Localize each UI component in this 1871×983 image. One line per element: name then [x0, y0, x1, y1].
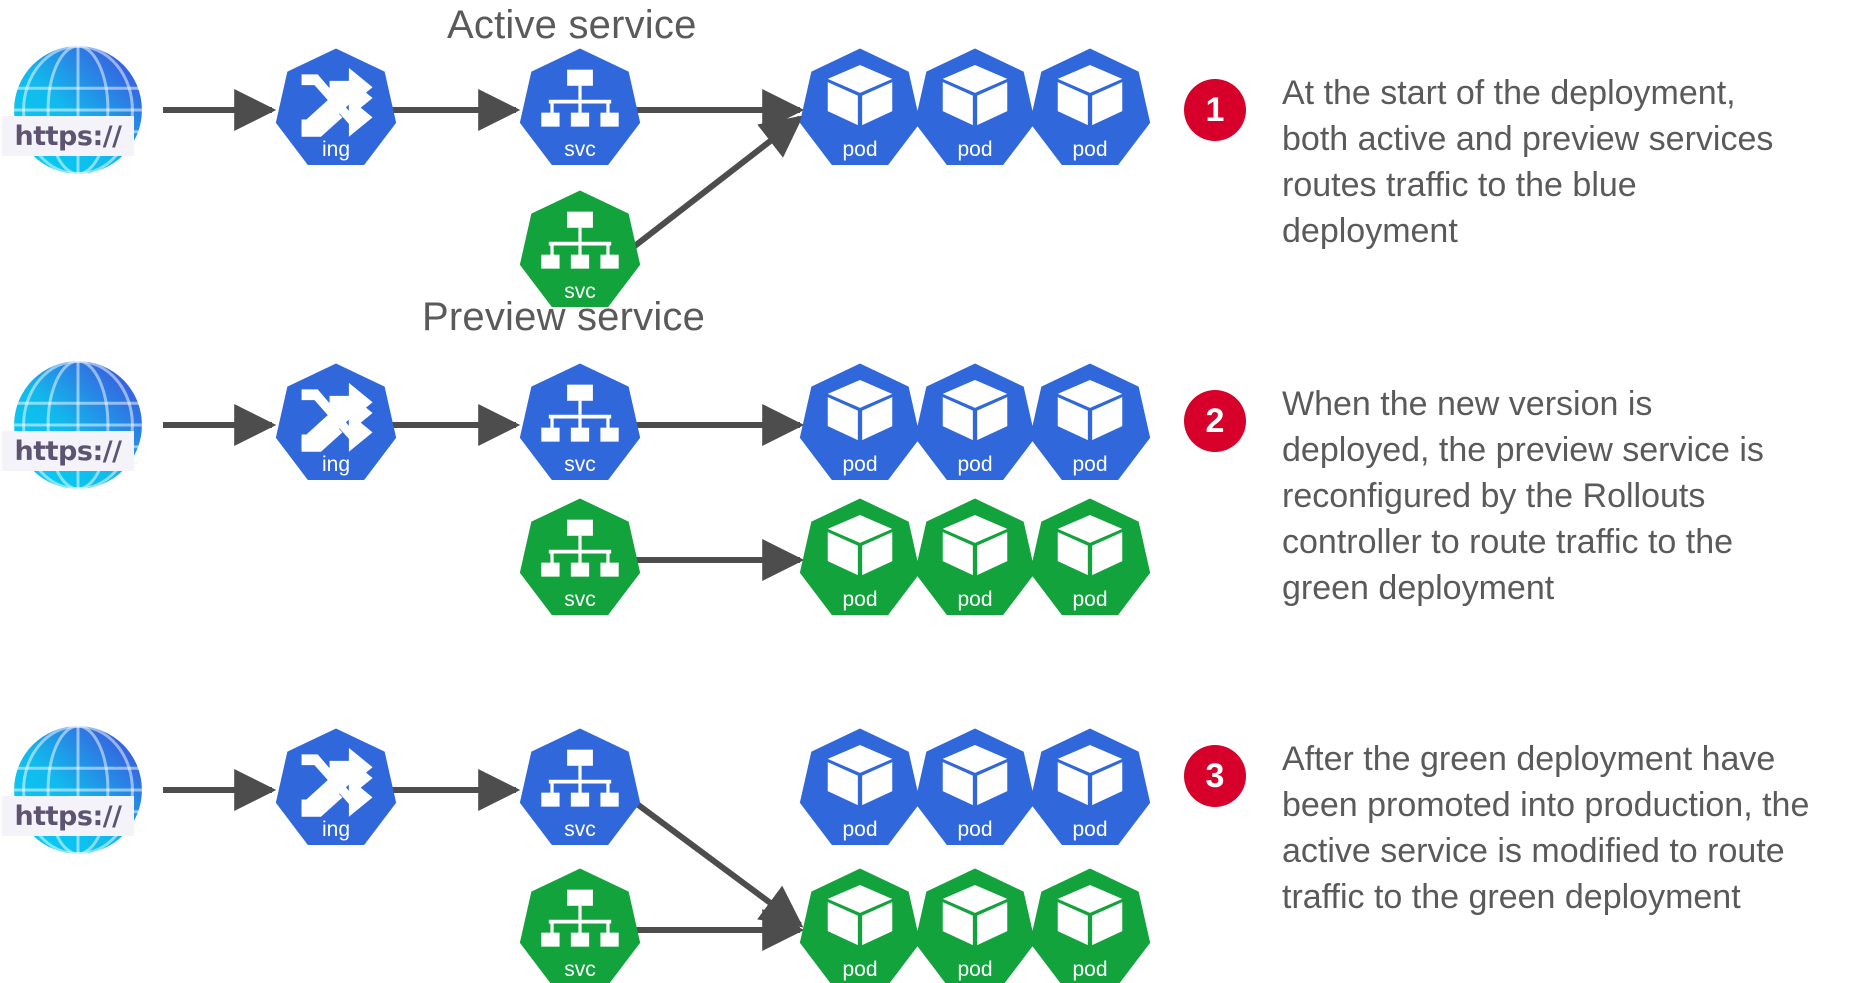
step-line: deployed, the preview service is: [1282, 431, 1764, 469]
ingress-icon[interactable]: ing: [272, 361, 400, 489]
pod-icon[interactable]: pod: [911, 496, 1039, 624]
step-line: When the new version is: [1282, 385, 1653, 423]
service-icon-active[interactable]: svc: [516, 726, 644, 854]
step-number: 1: [1205, 91, 1225, 129]
pod-icon[interactable]: pod: [1026, 361, 1154, 489]
step-line: At the start of the deployment,: [1282, 74, 1736, 112]
step-badge-1: 1: [1184, 79, 1246, 141]
pod-icon[interactable]: pod: [796, 866, 924, 983]
pod-icon[interactable]: pod: [1026, 866, 1154, 983]
step-number: 3: [1205, 757, 1225, 795]
service-icon-active[interactable]: svc: [516, 361, 644, 489]
pod-icon[interactable]: pod: [911, 866, 1039, 983]
https-text: https://: [14, 800, 122, 832]
pod-icon[interactable]: pod: [796, 46, 924, 174]
globe-https-icon: https://: [2, 357, 146, 493]
pod-icon[interactable]: pod: [911, 726, 1039, 854]
globe-https-icon: https://: [2, 722, 146, 858]
step-line: deployment: [1282, 212, 1458, 250]
active-service-label: Active service: [447, 3, 697, 47]
service-icon-preview[interactable]: svc: [516, 866, 644, 983]
ingress-icon[interactable]: ing: [272, 46, 400, 174]
pod-icon[interactable]: pod: [911, 46, 1039, 174]
step-line: active service is modified to route: [1282, 832, 1785, 870]
https-text: https://: [14, 120, 122, 152]
step-line: green deployment: [1282, 569, 1555, 607]
pod-icon[interactable]: pod: [796, 496, 924, 624]
pod-icon[interactable]: pod: [1026, 496, 1154, 624]
pod-icon[interactable]: pod: [1026, 46, 1154, 174]
service-icon-preview[interactable]: svc: [516, 496, 644, 624]
step-line: reconfigured by the Rollouts: [1282, 477, 1706, 515]
step-line: traffic to the green deployment: [1282, 878, 1741, 916]
globe-https-icon: https://: [2, 42, 146, 178]
https-chip: https://: [2, 116, 134, 156]
https-text: https://: [14, 435, 122, 467]
https-chip: https://: [2, 431, 134, 471]
step-badge-3: 3: [1184, 745, 1246, 807]
step-line: both active and preview services: [1282, 120, 1774, 158]
step-description-2: When the new version is deployed, the pr…: [1282, 381, 1862, 611]
service-icon-active[interactable]: svc: [516, 46, 644, 174]
step-description-3: After the green deployment have been pro…: [1282, 736, 1871, 920]
https-chip: https://: [2, 796, 134, 836]
pod-icon[interactable]: pod: [796, 726, 924, 854]
step-line: controller to route traffic to the: [1282, 523, 1734, 561]
pod-icon[interactable]: pod: [1026, 726, 1154, 854]
service-icon-preview[interactable]: svc: [516, 188, 644, 316]
pod-icon[interactable]: pod: [796, 361, 924, 489]
step-description-1: At the start of the deployment, both act…: [1282, 70, 1862, 254]
pod-icon[interactable]: pod: [911, 361, 1039, 489]
step-line: After the green deployment have: [1282, 740, 1776, 778]
step-line: been promoted into production, the: [1282, 786, 1810, 824]
step-badge-2: 2: [1184, 390, 1246, 452]
step-line: routes traffic to the blue: [1282, 166, 1637, 204]
step-number: 2: [1205, 402, 1225, 440]
ingress-icon[interactable]: ing: [272, 726, 400, 854]
